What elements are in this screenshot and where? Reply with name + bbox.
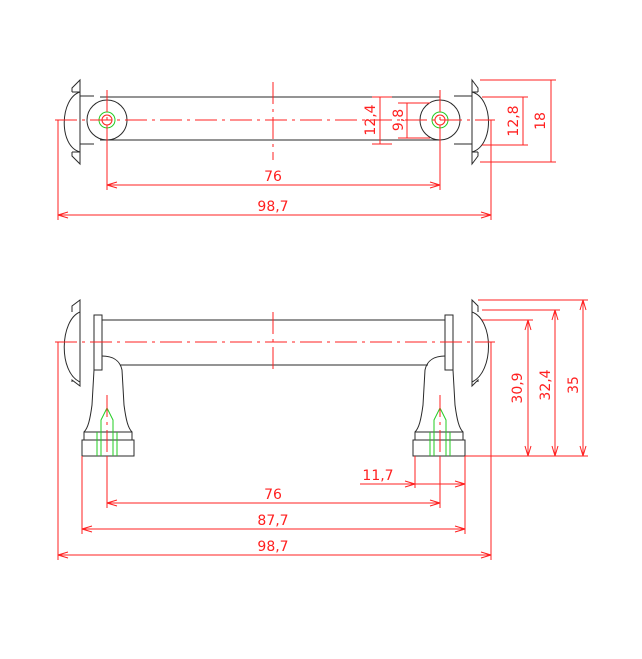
side-dim-76-label: 76 — [264, 487, 282, 503]
top-dim-98-7-label: 98,7 — [257, 199, 288, 215]
top-dim-76: 76 — [106, 140, 441, 190]
side-dim-98-7-label: 98,7 — [257, 539, 288, 555]
top-dim-98-7: 98,7 — [57, 120, 492, 220]
top-dim-12-4: 12,4 — [363, 96, 392, 145]
top-view: 76 98,7 12,4 9,8 12,8 — [55, 78, 556, 220]
top-dim-12-8: 12,8 — [482, 96, 528, 146]
side-dim-98-7: 98,7 — [57, 342, 492, 560]
top-right-end-cap — [471, 78, 489, 166]
top-dim-9-8-label: 9,8 — [391, 109, 407, 131]
top-dim-12-4-label: 12,4 — [363, 104, 379, 135]
side-dim-87-7: 87,7 — [81, 456, 466, 534]
top-bar — [100, 96, 440, 141]
side-dim-11-7: 11,7 — [360, 456, 466, 488]
side-right-end-cap — [444, 298, 489, 388]
side-dim-35-label: 35 — [566, 376, 582, 394]
top-dim-18-label: 18 — [533, 112, 549, 130]
top-dim-9-8: 9,8 — [391, 102, 430, 139]
side-left-leg — [81, 355, 135, 457]
top-left-end-cap — [63, 78, 81, 166]
side-dim-30-9: 30,9 — [465, 319, 533, 457]
side-dim-32-4: 32,4 — [482, 309, 560, 457]
side-view: 11,7 76 87,7 98,7 — [55, 298, 588, 560]
side-dim-35: 35 — [478, 299, 588, 457]
top-dim-18: 18 — [480, 79, 556, 163]
side-right-leg — [412, 355, 466, 457]
side-left-end-cap — [63, 299, 103, 387]
side-dim-87-7-label: 87,7 — [257, 513, 288, 529]
side-dim-32-4-label: 32,4 — [538, 369, 554, 400]
top-dim-76-label: 76 — [264, 169, 282, 185]
side-dim-76: 76 — [106, 456, 441, 508]
top-dim-12-8-label: 12,8 — [506, 105, 522, 136]
side-dim-11-7-label: 11,7 — [362, 468, 393, 484]
side-dim-30-9-label: 30,9 — [510, 372, 526, 403]
